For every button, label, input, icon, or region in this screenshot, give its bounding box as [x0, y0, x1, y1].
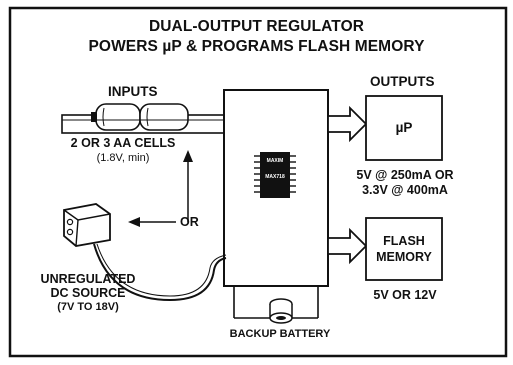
- dc-source-label-1: UNREGULATED: [28, 272, 148, 286]
- arrow-to-flash: [328, 230, 366, 262]
- backup-battery-label: BACKUP BATTERY: [220, 328, 340, 340]
- inputs-heading: INPUTS: [108, 84, 158, 99]
- dc-source-label-2: DC SOURCE: [28, 286, 148, 300]
- flash-box: [366, 218, 442, 280]
- flash-spec: 5V OR 12V: [350, 288, 460, 302]
- diagram-title-line-2: POWERS µP & PROGRAMS FLASH MEMORY: [0, 38, 513, 56]
- up-spec-line-2: 3.3V @ 400mA: [350, 183, 460, 197]
- diagram-title-line-1: DUAL-OUTPUT REGULATOR: [0, 18, 513, 36]
- up-label: µP: [366, 120, 442, 135]
- chip-model: MAX718: [260, 174, 290, 180]
- battery-pack: [62, 104, 224, 133]
- flash-label-line-2: MEMORY: [366, 250, 442, 264]
- battery-min-voltage: (1.8V, min): [58, 152, 188, 164]
- flash-label-line-1: FLASH: [366, 234, 442, 248]
- chip-brand: MAXIM: [262, 158, 288, 164]
- dc-source-range: (7V TO 18V): [28, 301, 148, 313]
- battery-cells-label: 2 OR 3 AA CELLS: [58, 136, 188, 150]
- or-left-arrow: [128, 217, 176, 227]
- backup-battery-icon: [270, 299, 292, 323]
- up-spec-line-1: 5V @ 250mA OR: [350, 168, 460, 182]
- arrow-to-up: [328, 108, 366, 140]
- outputs-heading: OUTPUTS: [370, 74, 435, 89]
- or-label: OR: [180, 215, 199, 229]
